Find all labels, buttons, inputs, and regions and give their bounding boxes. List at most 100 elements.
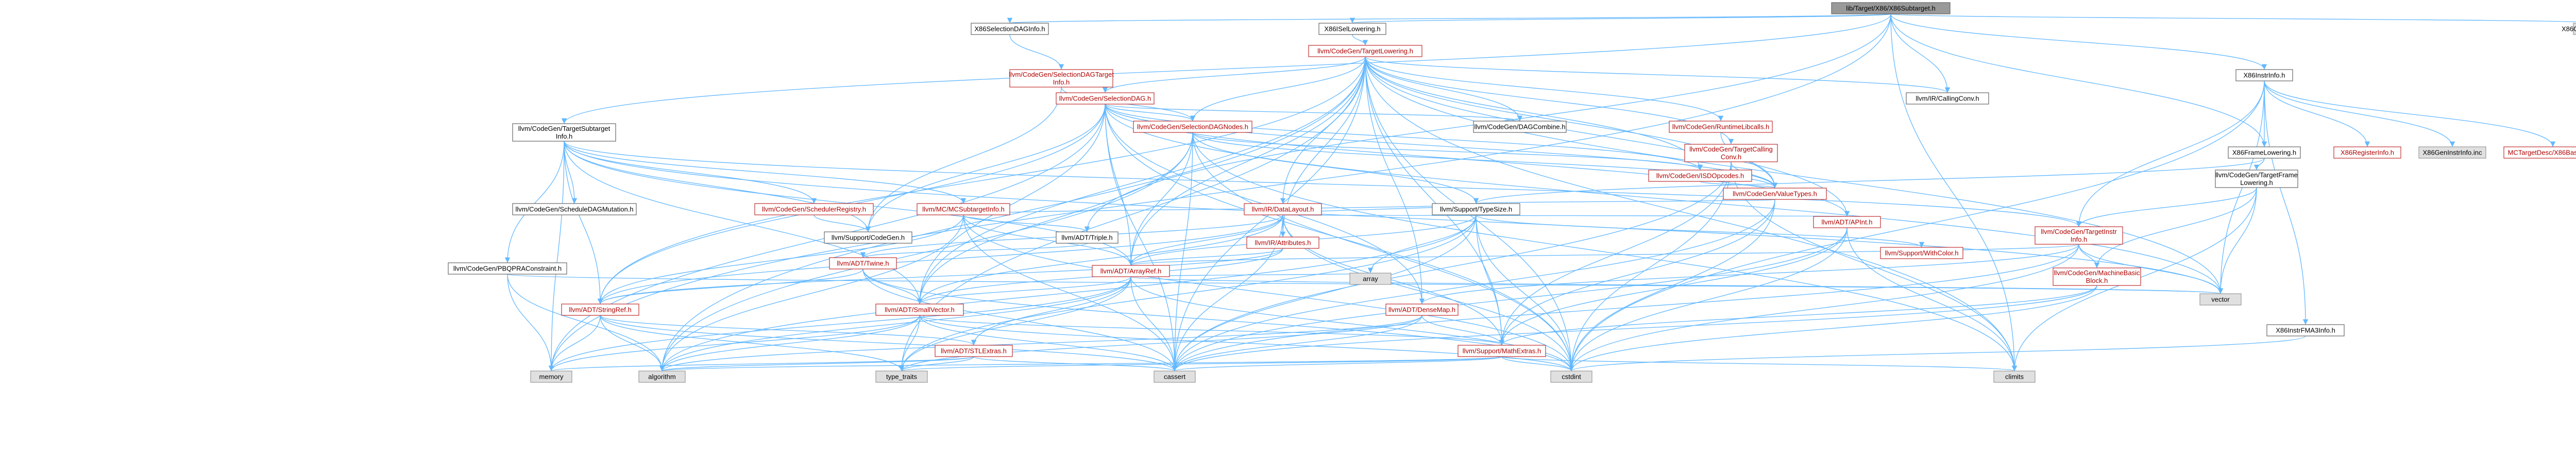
graph-node-witcolor[interactable]: llvm/Support/WithColor.h xyxy=(1880,247,1963,259)
node-box xyxy=(2503,146,2576,159)
edge-tsi-to-memory xyxy=(548,141,565,372)
edge-valuetypes-to-mathext xyxy=(1499,199,1775,346)
graph-node-cstdint[interactable]: cstdint xyxy=(1550,370,1592,383)
node-box xyxy=(1009,69,1113,88)
graph-node-sdmut[interactable]: llvm/CodeGen/ScheduleDAGMutation.h xyxy=(512,203,637,215)
edge-tfl-to-mbb xyxy=(2094,187,2257,268)
graph-node-array[interactable]: array xyxy=(1349,273,1392,285)
node-label: llvm/IR/CallingConv.h xyxy=(1916,95,1979,103)
edge-mathext-to-cassert xyxy=(1172,356,1502,372)
graph-node-geninstr[interactable]: X86GenInstrInfo.inc xyxy=(2418,146,2486,159)
graph-node-cassert[interactable]: cassert xyxy=(1154,370,1196,383)
graph-node-callconv[interactable]: llvm/IR/CallingConv.h xyxy=(1906,92,1989,105)
graph-node-mathext[interactable]: llvm/Support/MathExtras.h xyxy=(1458,345,1546,357)
dependency-edges xyxy=(504,13,2576,372)
node-box xyxy=(1906,92,1989,105)
edge-arrayref-to-vector xyxy=(1130,276,2223,294)
edge-tii-to-densemap xyxy=(1419,244,2079,305)
graph-node-mcsub[interactable]: llvm/MC/MCSubtargetInfo.h xyxy=(917,203,1010,215)
graph-node-fma[interactable]: X86InstrFMA3Info.h xyxy=(2266,324,2345,336)
graph-node-schedreg[interactable]: llvm/CodeGen/SchedulerRegistry.h xyxy=(754,203,874,215)
node-box xyxy=(1385,304,1459,316)
edge-typesize-to-algorithm xyxy=(659,214,1477,372)
edge-mcsub-to-arrayref xyxy=(963,214,1134,266)
graph-node-arrayref[interactable]: llvm/ADT/ArrayRef.h xyxy=(1092,265,1170,277)
node-box xyxy=(1244,203,1322,215)
edge-apint-to-cassert xyxy=(1172,227,1848,372)
graph-node-sel_dag_info[interactable]: X86SelectionDAGInfo.h xyxy=(971,23,1049,35)
graph-node-codegen[interactable]: llvm/Support/CodeGen.h xyxy=(824,231,912,244)
node-label: MCTargetDesc/X86BaseInfo.h xyxy=(2508,149,2576,157)
graph-node-densemap[interactable]: llvm/ADT/DenseMap.h xyxy=(1385,304,1459,316)
graph-node-smallvec[interactable]: llvm/ADT/SmallVector.h xyxy=(875,304,964,316)
graph-node-root[interactable]: lib/Target/X86/X86Subtarget.h xyxy=(1831,2,1951,14)
edge-densemap-to-algorithm xyxy=(659,315,1422,372)
node-box xyxy=(1880,247,1963,259)
node-box xyxy=(1669,121,1773,133)
graph-node-triple[interactable]: llvm/ADT/Triple.h xyxy=(1056,231,1118,244)
edge-dl-to-smallvec xyxy=(917,214,1283,305)
graph-node-mcbase[interactable]: MCTargetDesc/X86BaseInfo.h xyxy=(2503,146,2576,159)
node-box xyxy=(824,231,912,244)
graph-node-isd[interactable]: llvm/CodeGen/ISDOpcodes.h xyxy=(1648,170,1752,182)
edge-tsi-to-tii xyxy=(564,141,2081,227)
graph-node-vector[interactable]: vector xyxy=(2199,293,2242,306)
edge-attrs-to-arrayref xyxy=(1128,248,1283,266)
edge-mathext-to-cstdint xyxy=(1501,356,1574,372)
graph-node-memory[interactable]: memory xyxy=(530,370,572,383)
node-label: llvm/ADT/DenseMap.h xyxy=(1388,306,1455,314)
edge-sdag-to-vector xyxy=(1105,104,2224,294)
node-box xyxy=(1308,45,1422,57)
edge-sdn-to-algorithm xyxy=(659,132,1193,372)
graph-node-sdag[interactable]: llvm/CodeGen/SelectionDAG.h xyxy=(1056,92,1155,105)
edge-apint-to-climits xyxy=(1846,227,2018,372)
graph-node-gen_subtarget[interactable]: X86GenSubtargetInfo.inc xyxy=(2562,23,2576,35)
node-label: llvm/ADT/Triple.h xyxy=(1061,234,1112,242)
graph-nodes: lib/Target/X86/X86Subtarget.hX86Selectio… xyxy=(448,2,2576,383)
edge-mcsub-to-cstdint xyxy=(963,214,1574,372)
edge-stringref-to-type_traits xyxy=(600,315,905,372)
edge-stringref-to-cassert xyxy=(600,315,1177,372)
graph-node-twine[interactable]: llvm/ADT/Twine.h xyxy=(829,257,897,269)
graph-node-attrs[interactable]: llvm/IR/Attributes.h xyxy=(1246,237,1319,249)
edge-smallvec-to-algorithm xyxy=(659,315,920,372)
edge-root-to-gen_subtarget xyxy=(1890,13,2576,23)
graph-node-stringref[interactable]: llvm/ADT/StringRef.h xyxy=(561,304,639,316)
node-label: llvm/ADT/STLExtras.h xyxy=(941,347,1007,355)
node-label: algorithm xyxy=(648,373,675,381)
edge-sdn-to-climits xyxy=(1192,132,2018,372)
graph-node-valuetypes[interactable]: llvm/CodeGen/ValueTypes.h xyxy=(1723,188,1827,200)
node-box xyxy=(561,304,639,316)
graph-node-rtl[interactable]: llvm/CodeGen/RuntimeLibcalls.h xyxy=(1669,121,1773,133)
edge-densemap-to-type_traits xyxy=(899,315,1422,372)
node-label: llvm/CodeGen/PBQPRAConstraint.h xyxy=(453,265,562,273)
graph-node-typesize[interactable]: llvm/Support/TypeSize.h xyxy=(1432,203,1520,215)
graph-node-tl[interactable]: llvm/CodeGen/TargetLowering.h xyxy=(1308,45,1422,57)
graph-node-pbqp[interactable]: llvm/CodeGen/PBQPRAConstraint.h xyxy=(448,262,567,275)
node-label: climits xyxy=(2005,373,2024,381)
graph-node-reginfo[interactable]: X86RegisterInfo.h xyxy=(2333,146,2401,159)
edge-tl-to-smallvec xyxy=(917,56,1366,305)
graph-node-climits[interactable]: climits xyxy=(1993,370,2036,383)
graph-node-frame[interactable]: X86FrameLowering.h xyxy=(2228,146,2301,159)
graph-node-apint[interactable]: llvm/ADT/APInt.h xyxy=(1813,216,1881,228)
edge-sdag-to-dagc xyxy=(1105,104,1522,122)
graph-node-dagc[interactable]: llvm/CodeGen/DAGCombine.h xyxy=(1473,121,1567,133)
edge-sdag-to-isd xyxy=(1105,104,1703,171)
graph-node-dl[interactable]: llvm/IR/DataLayout.h xyxy=(1244,203,1322,215)
graph-node-instr_info[interactable]: X86InstrInfo.h xyxy=(2235,69,2293,81)
graph-node-stlext[interactable]: llvm/ADT/STLExtras.h xyxy=(935,345,1013,357)
edge-arrayref-to-smallvec xyxy=(917,276,1131,305)
graph-node-type_traits[interactable]: type_traits xyxy=(875,370,928,383)
graph-node-algorithm[interactable]: algorithm xyxy=(638,370,686,383)
graph-node-isel_lowering[interactable]: X86ISelLowering.h xyxy=(1318,23,1386,35)
graph-node-sdn[interactable]: llvm/CodeGen/SelectionDAGNodes.h xyxy=(1133,121,1252,133)
node-box xyxy=(1723,188,1827,200)
